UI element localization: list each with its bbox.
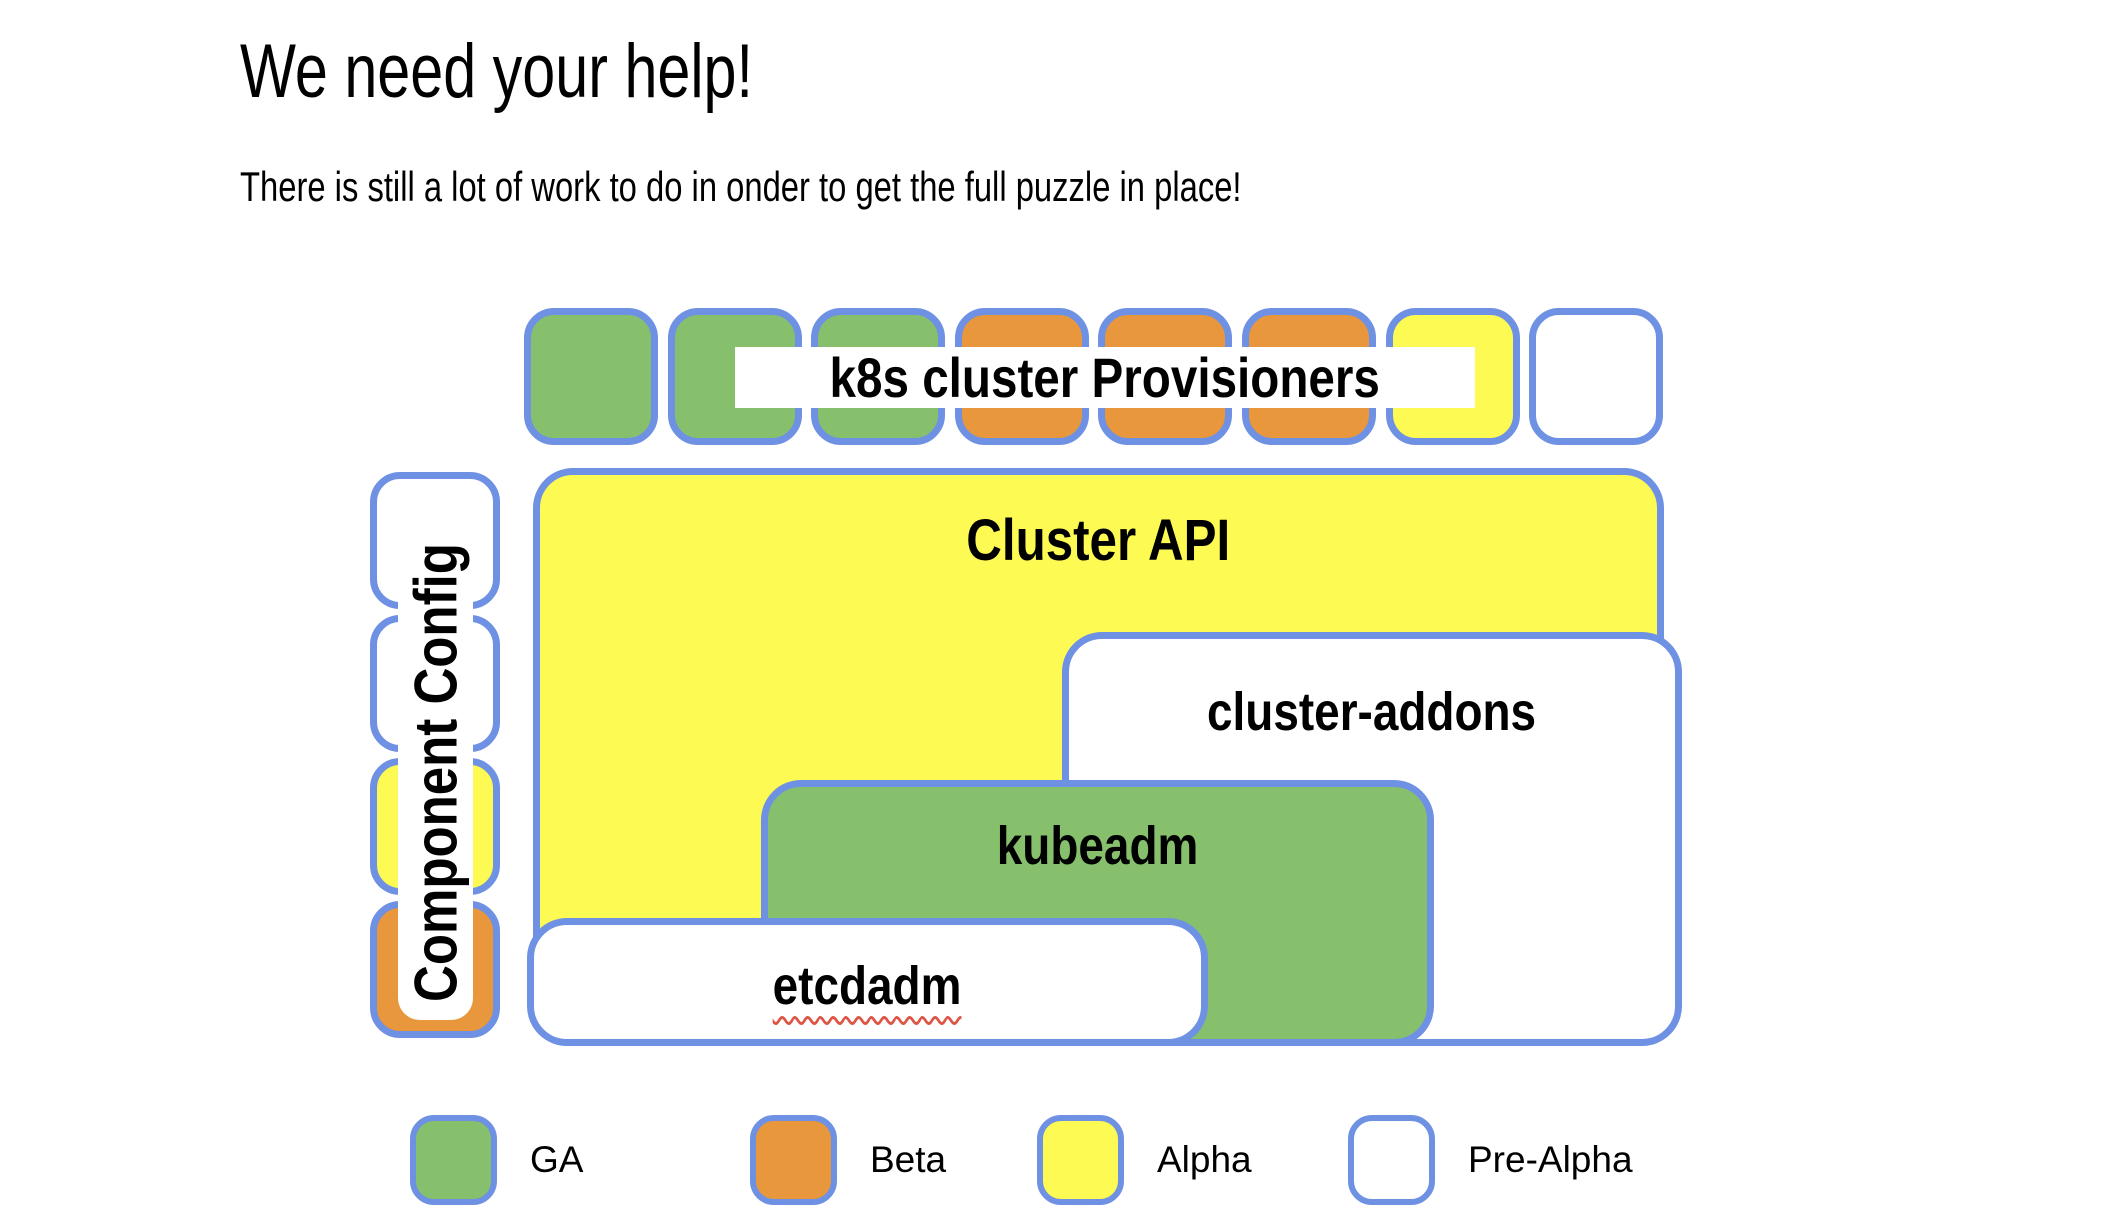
component-config-rotated-text: Component Config — [398, 525, 473, 1020]
legend-label-beta: Beta — [870, 1139, 947, 1180]
cluster-addons-label: cluster-addons — [1207, 682, 1537, 742]
legend-label-alpha: Alpha — [1157, 1139, 1252, 1180]
component-config-label-box: Component Config — [398, 525, 473, 1020]
cluster-api-label: Cluster API — [966, 508, 1231, 573]
kubeadm-label: kubeadm — [996, 816, 1199, 876]
puzzle-piece-etcdadm: etcdadm — [527, 918, 1208, 1046]
provisioners-label-bar: k8s cluster Provisioners — [735, 346, 1475, 409]
slide-subtitle-text: There is still a lot of work to do in on… — [240, 163, 1242, 210]
etcdadm-label: etcdadm — [773, 956, 962, 1016]
legend-chip-beta — [750, 1115, 837, 1205]
legend-chip-pre-alpha — [1348, 1115, 1435, 1205]
puzzle-tile-ga — [524, 308, 658, 445]
slide-title: We need your help! — [240, 30, 898, 114]
legend-chip-alpha — [1037, 1115, 1124, 1205]
component-config-label: Component Config — [402, 543, 469, 1002]
puzzle-tile-pre-alpha — [1529, 308, 1664, 445]
legend-chip-ga — [410, 1115, 497, 1205]
provisioners-label: k8s cluster Provisioners — [829, 346, 1381, 409]
legend-label-ga: GA — [530, 1139, 584, 1180]
slide-subtitle: There is still a lot of work to do in on… — [240, 162, 1524, 212]
legend-label-pre-alpha: Pre-Alpha — [1468, 1139, 1633, 1180]
slide-title-text: We need your help! — [240, 29, 754, 114]
